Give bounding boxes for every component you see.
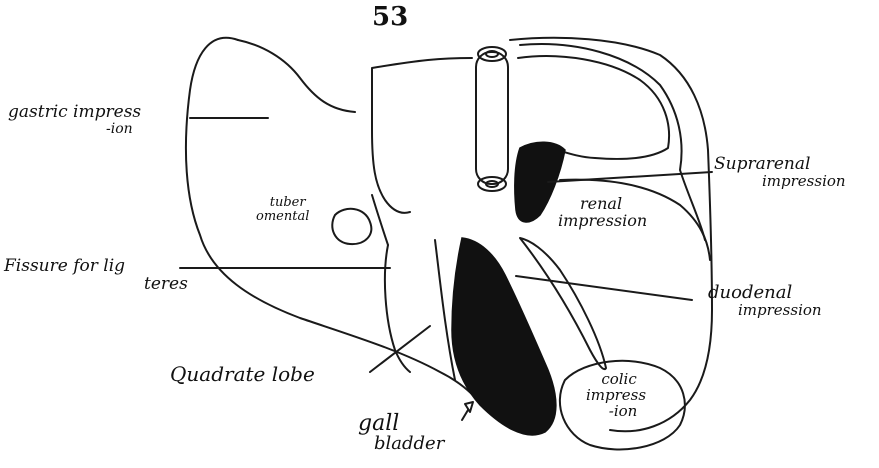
gall-bladder-fill	[452, 238, 556, 435]
label-duodenal-impression: duodenal impression	[694, 284, 822, 319]
label-tuber-line2: omental	[256, 210, 309, 224]
label-suprarenal-line2: impression	[714, 174, 846, 190]
label-colic-line3: -ion	[586, 404, 646, 420]
leader-quadrate	[370, 326, 430, 372]
label-tuber-line1: tuber	[256, 196, 309, 210]
label-colic-impression: colic impress -ion	[586, 372, 646, 419]
label-duodenal-line2: impression	[694, 303, 822, 319]
label-renal-line2: impression	[558, 213, 647, 230]
label-tuber-omentale: tuber omental	[256, 196, 309, 223]
left-lobe-upper-edge	[238, 40, 355, 112]
leader-gall	[462, 410, 468, 420]
label-gall-bladder: gall bladder	[358, 412, 444, 454]
leader-duodenal	[516, 276, 692, 300]
label-fissure-line2: teres	[4, 276, 188, 294]
label-suprarenal-impression: Suprarenal impression	[714, 156, 846, 190]
label-gall-line2: bladder	[358, 435, 444, 454]
tuber-omentale-outline	[332, 209, 371, 244]
inferior-vena-cava	[476, 52, 508, 184]
label-gall-line1: gall	[358, 412, 444, 435]
caudate-region-outline	[372, 58, 472, 213]
label-gastric-line2: -ion	[8, 122, 141, 137]
leader-suprarenal	[548, 172, 712, 182]
page-number: 53	[372, 4, 408, 31]
label-gastric-line1: gastric impress	[8, 104, 141, 122]
label-renal-impression: renal impression	[558, 196, 647, 230]
label-quadrate-lobe: Quadrate lobe	[170, 364, 315, 385]
label-gastric-impression: gastric impress -ion	[8, 104, 141, 137]
label-fissure-lig-teres: Fissure for lig teres	[4, 258, 188, 294]
